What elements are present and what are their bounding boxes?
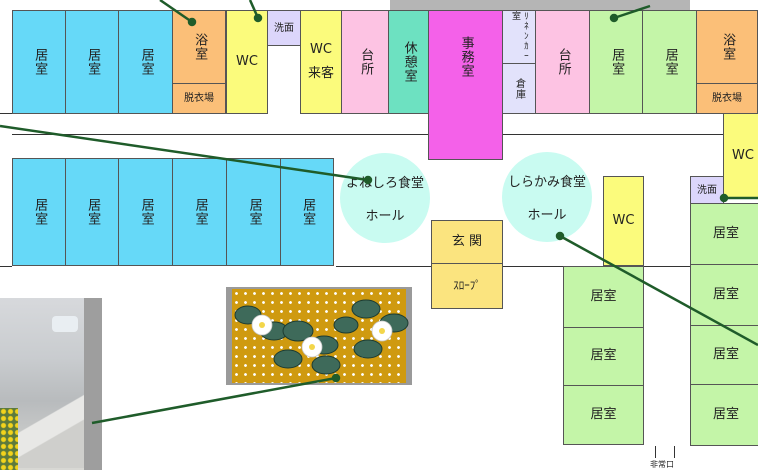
kitchen-label: 台所	[555, 48, 571, 76]
dressing-label: 脱衣場	[712, 93, 742, 104]
bath-label: 浴室	[720, 33, 736, 61]
room-low-2: 居室	[563, 327, 644, 386]
bath-left: 浴室	[172, 10, 226, 84]
room-label: 居室	[138, 48, 154, 76]
room-label: 居室	[712, 286, 739, 302]
room-mid-5: 居室	[226, 158, 281, 266]
wc-label: WC	[732, 147, 754, 163]
rest-label: 休憩室	[401, 41, 417, 83]
room-label: 居室	[32, 48, 48, 76]
photo-car	[52, 316, 78, 332]
slope-label: ｽﾛｰﾌﾟ	[453, 278, 481, 292]
top-photo-edge	[390, 0, 690, 10]
dressing-left: 脱衣場	[172, 83, 226, 114]
bath-label: 浴室	[192, 33, 208, 61]
guest-label: 来客	[307, 66, 334, 81]
room-label: 居室	[712, 406, 739, 422]
hall-sub: ホール	[527, 208, 567, 223]
slope: ｽﾛｰﾌﾟ	[431, 263, 503, 309]
wc-label: WC	[236, 53, 258, 69]
room-label: 居室	[85, 48, 101, 76]
room-mid-2: 居室	[65, 158, 119, 266]
entrance-label: 玄 関	[451, 233, 483, 249]
room-mid-4: 居室	[172, 158, 227, 266]
sink-top: 洗面	[267, 10, 301, 46]
emergency-exit-marks	[655, 446, 675, 458]
pond-picture	[226, 287, 412, 385]
room-label: 居室	[712, 346, 739, 362]
room-label: 居室	[712, 225, 739, 241]
dressing-label: 脱衣場	[184, 93, 214, 104]
linen-label: ﾘﾈﾝｶｰ室	[510, 11, 530, 61]
room-label: 居室	[590, 288, 617, 304]
room-label: 居室	[300, 198, 316, 226]
sink-right: 洗面	[690, 176, 724, 204]
room-low-3: 居室	[563, 385, 644, 445]
emergency-exit-label: 非常口	[650, 460, 674, 469]
wc-label: WC	[612, 212, 635, 228]
room-low-1: 居室	[563, 266, 644, 328]
corridor-line	[0, 266, 12, 267]
room-mid-6: 居室	[280, 158, 334, 266]
rest-room: 休憩室	[388, 10, 429, 114]
room-label: 居室	[246, 198, 262, 226]
room-label: 居室	[662, 48, 678, 76]
sink-label: 洗面	[697, 184, 717, 196]
yoneshiro-hall: よねしろ食堂 ホール	[340, 153, 430, 243]
room-mid-3: 居室	[118, 158, 173, 266]
room-label: 居室	[138, 198, 154, 226]
photo-flower-dots	[0, 408, 18, 470]
wc-guest-label: WC	[310, 41, 332, 57]
lily-pads	[234, 299, 409, 375]
corridor-line	[0, 113, 12, 114]
kitchen-right: 台所	[535, 10, 590, 114]
room-label: 居室	[192, 198, 208, 226]
wc-left: WC	[226, 10, 268, 114]
room-label: 居室	[609, 48, 625, 76]
room-top-3: 居室	[118, 10, 173, 114]
room-label: 居室	[590, 348, 617, 364]
hall-sub: ホール	[365, 209, 405, 224]
corridor-line	[12, 134, 732, 135]
storage-room: 倉庫	[502, 63, 536, 114]
photo-railing	[10, 388, 84, 468]
garden-photo	[0, 298, 102, 470]
sink-label: 洗面	[274, 22, 294, 34]
shirakami-hall: しらかみ食堂 ホール	[502, 152, 592, 242]
corridor-line	[336, 266, 736, 267]
room-mid-1: 居室	[12, 158, 66, 266]
room-label: 居室	[85, 198, 101, 226]
office-label: 事務室	[458, 36, 474, 78]
storage-label: 倉庫	[513, 77, 525, 100]
room-label: 居室	[32, 198, 48, 226]
kitchen-label: 台所	[358, 48, 374, 76]
room-label: 居室	[590, 406, 617, 422]
entrance: 玄 関	[431, 220, 503, 264]
room-right-2: 居室	[690, 264, 758, 326]
room-right-4: 居室	[690, 384, 758, 446]
wc-center: WC	[603, 176, 644, 266]
hall-name: しらかみ食堂	[507, 175, 586, 190]
room-right-1: 居室	[690, 203, 758, 265]
wc-guest: WC 来客	[300, 10, 342, 114]
room-top-green-1: 居室	[589, 10, 643, 114]
